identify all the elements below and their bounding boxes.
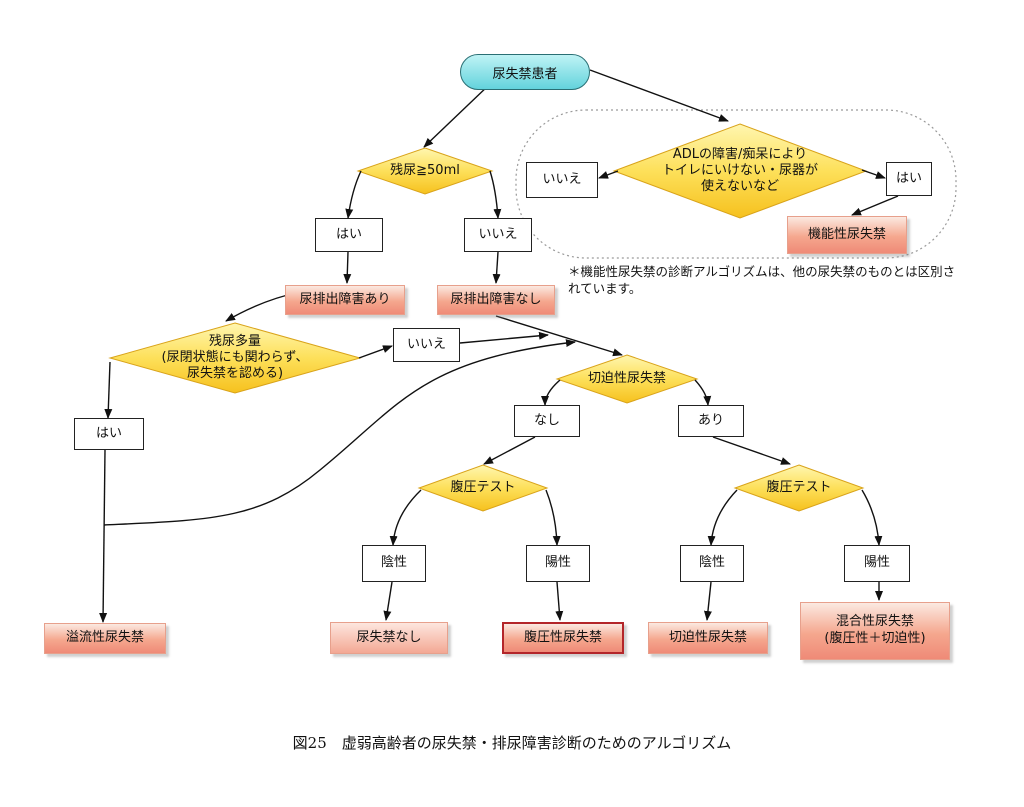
decision-functional: ADLの障害/痴呆により トイレにいけない・尿器が 使えないなど: [624, 138, 856, 204]
answer-functional-no-text: いいえ: [542, 171, 582, 187]
answer-stress-left-negative: 陰性: [362, 545, 426, 582]
outcome-obstruction-no-text: 尿排出障害なし: [450, 291, 542, 307]
decision-stress-left: 腹圧テスト: [419, 475, 547, 501]
answer-large-yes-text: はい: [95, 425, 122, 441]
answer-functional-no: いいえ: [526, 162, 598, 198]
decision-large-residual-text: 残尿多量 (尿閉状態にも関わらず、 尿失禁を認める): [161, 333, 309, 382]
outcome-mixed: 混合性尿失禁 (腹圧性＋切迫性): [800, 602, 950, 660]
outcome-overflow-text: 溢流性尿失禁: [65, 630, 144, 646]
answer-large-yes: はい: [74, 418, 144, 450]
decision-stress-right-diamond: [733, 464, 865, 512]
outcome-overflow: 溢流性尿失禁: [44, 623, 166, 654]
outcome-functional-text: 機能性尿失禁: [807, 226, 886, 242]
answer-stress-right-positive-text: 陽性: [863, 555, 890, 571]
outcome-no-incontinence-text: 尿失禁なし: [356, 629, 422, 645]
functional-region: [515, 109, 957, 259]
answer-urge-none: なし: [514, 405, 580, 437]
decision-residual-text: 残尿≧50ml: [390, 162, 460, 178]
decision-stress-left-text: 腹圧テスト: [450, 479, 516, 495]
decision-stress-right-text: 腹圧テスト: [766, 479, 832, 495]
answer-residual-yes-text: はい: [335, 226, 362, 242]
decision-urge: 切迫性尿失禁: [557, 366, 697, 392]
outcome-stress: 腹圧性尿失禁: [502, 622, 624, 654]
answer-urge-present-text: あり: [697, 412, 724, 428]
answer-urge-present: あり: [678, 405, 744, 437]
outcome-urge-text: 切迫性尿失禁: [668, 629, 747, 645]
answer-urge-none-text: なし: [533, 412, 560, 428]
decision-residual-diamond: [356, 147, 494, 195]
answer-stress-right-positive: 陽性: [844, 545, 910, 582]
decision-urge-diamond: [555, 354, 699, 404]
outcome-urge: 切迫性尿失禁: [648, 622, 768, 654]
answer-large-no-text: いいえ: [406, 336, 446, 352]
answer-stress-right-negative-text: 陰性: [698, 555, 725, 571]
figure-caption: 図25 虚弱高齢者の尿失禁・排尿障害診断のためのアルゴリズム: [292, 734, 732, 752]
answer-residual-yes: はい: [315, 218, 383, 252]
answer-large-no: いいえ: [393, 328, 460, 362]
decision-large-residual-diamond: [108, 322, 362, 394]
answer-stress-right-negative: 陰性: [680, 545, 744, 582]
outcome-mixed-text: 混合性尿失禁 (腹圧性＋切迫性): [824, 614, 926, 646]
outcome-no-incontinence: 尿失禁なし: [330, 622, 448, 654]
answer-stress-left-positive-text: 陽性: [544, 555, 571, 571]
decision-functional-diamond: [612, 123, 868, 219]
outcome-functional: 機能性尿失禁: [787, 216, 907, 254]
answer-residual-no: いいえ: [464, 218, 532, 252]
decision-stress-right: 腹圧テスト: [735, 475, 863, 501]
outcome-obstruction-yes-text: 尿排出障害あり: [299, 291, 391, 307]
decision-functional-text: ADLの障害/痴呆により トイレにいけない・尿器が 使えないなど: [661, 146, 818, 195]
start-node: 尿失禁患者: [460, 54, 590, 90]
answer-stress-left-negative-text: 陰性: [380, 555, 407, 571]
decision-stress-left-diamond: [417, 464, 549, 512]
decision-residual: 残尿≧50ml: [358, 158, 492, 184]
outcome-stress-text: 腹圧性尿失禁: [523, 629, 602, 645]
outcome-obstruction-yes: 尿排出障害あり: [285, 285, 405, 315]
functional-note: ＊機能性尿失禁の診断アルゴリズムは、他の尿失禁のものとは区別されています。: [568, 264, 956, 296]
outcome-obstruction-no: 尿排出障害なし: [437, 285, 555, 315]
answer-functional-yes: はい: [886, 162, 932, 196]
answer-residual-no-text: いいえ: [478, 226, 518, 242]
decision-urge-text: 切迫性尿失禁: [587, 370, 666, 386]
answer-stress-left-positive: 陽性: [526, 545, 590, 582]
answer-functional-yes-text: はい: [895, 170, 922, 186]
start-label: 尿失禁患者: [492, 66, 558, 82]
decision-large-residual: 残尿多量 (尿閉状態にも関わらず、 尿失禁を認める): [120, 326, 350, 390]
